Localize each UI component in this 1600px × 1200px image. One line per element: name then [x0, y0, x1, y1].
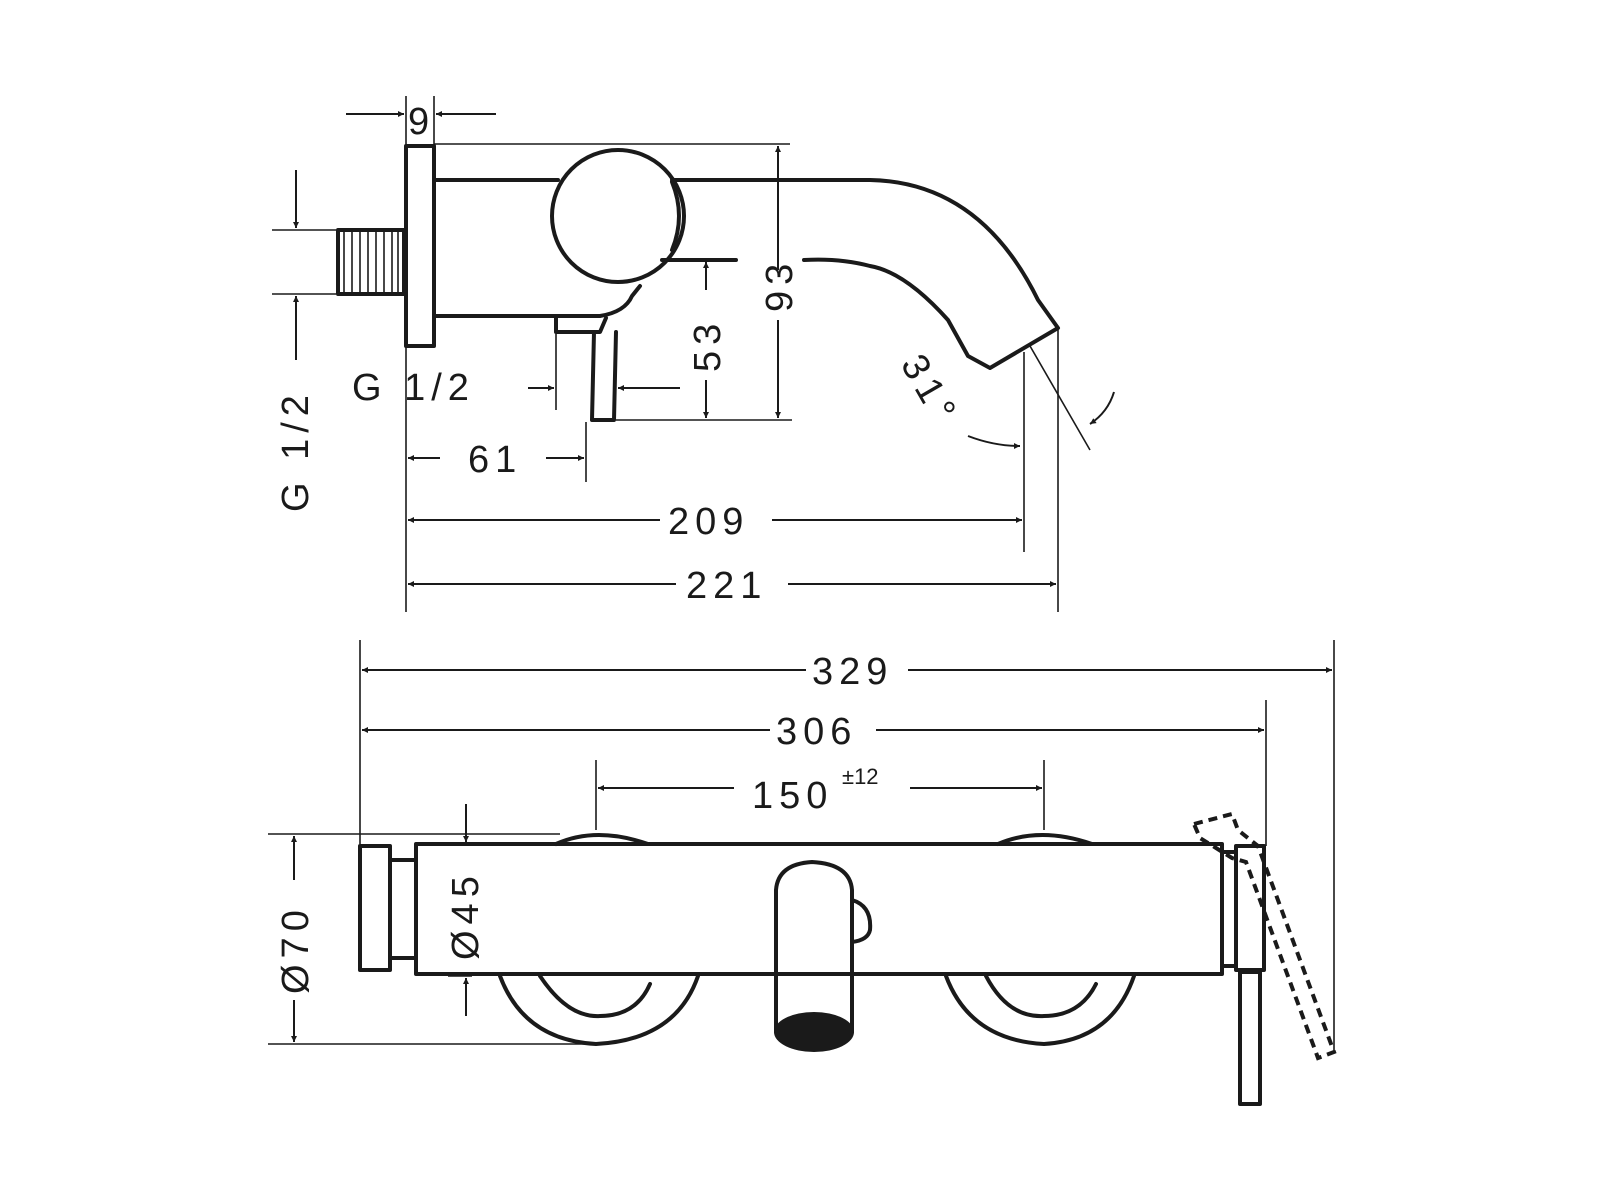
- spout: [660, 178, 1060, 370]
- dim-reach-outlet: 209: [668, 501, 749, 543]
- threaded-connector: [336, 228, 406, 296]
- front-view: 329 306 150 ±12 Ø45 Ø70: [268, 640, 1337, 1106]
- lever-alternate-position: [1191, 811, 1337, 1061]
- mixer-body: [432, 178, 642, 318]
- dim-thread-bottom: G 1/2: [352, 367, 475, 409]
- handle-front: [1234, 844, 1266, 972]
- dim-angle: 31°: [892, 348, 966, 434]
- dim-centers-tolerance: ±12: [842, 764, 879, 789]
- dim-body-diameter: Ø45: [445, 870, 487, 960]
- end-cap: [358, 844, 392, 972]
- dim-width-body: 306: [776, 711, 857, 753]
- side-view: 9 G 1/2 G 1/2 93 53 61 209 221 31°: [272, 96, 1115, 612]
- dim-rosette-diameter: Ø70: [275, 904, 317, 994]
- dim-width-total: 329: [812, 651, 893, 693]
- dim-thread-left: G 1/2: [275, 389, 317, 512]
- dim-reach-total: 221: [686, 565, 767, 607]
- lever-front: [1238, 970, 1262, 1106]
- spout-outlet: [774, 1012, 854, 1052]
- rosette-right: [944, 974, 1136, 1046]
- dim-thickness: 9: [408, 101, 435, 143]
- dim-centers: 150: [752, 775, 833, 817]
- spout-front: [774, 860, 873, 1034]
- mixer-body-front: [414, 842, 1224, 976]
- rosette-left: [498, 974, 700, 1046]
- dim-height-outlet: 53: [687, 318, 729, 372]
- dim-height-total: 93: [759, 258, 801, 312]
- wall-plate: [404, 144, 436, 348]
- handle-disc: [550, 148, 686, 284]
- dim-lever-offset: 61: [468, 439, 522, 481]
- lever: [554, 316, 618, 422]
